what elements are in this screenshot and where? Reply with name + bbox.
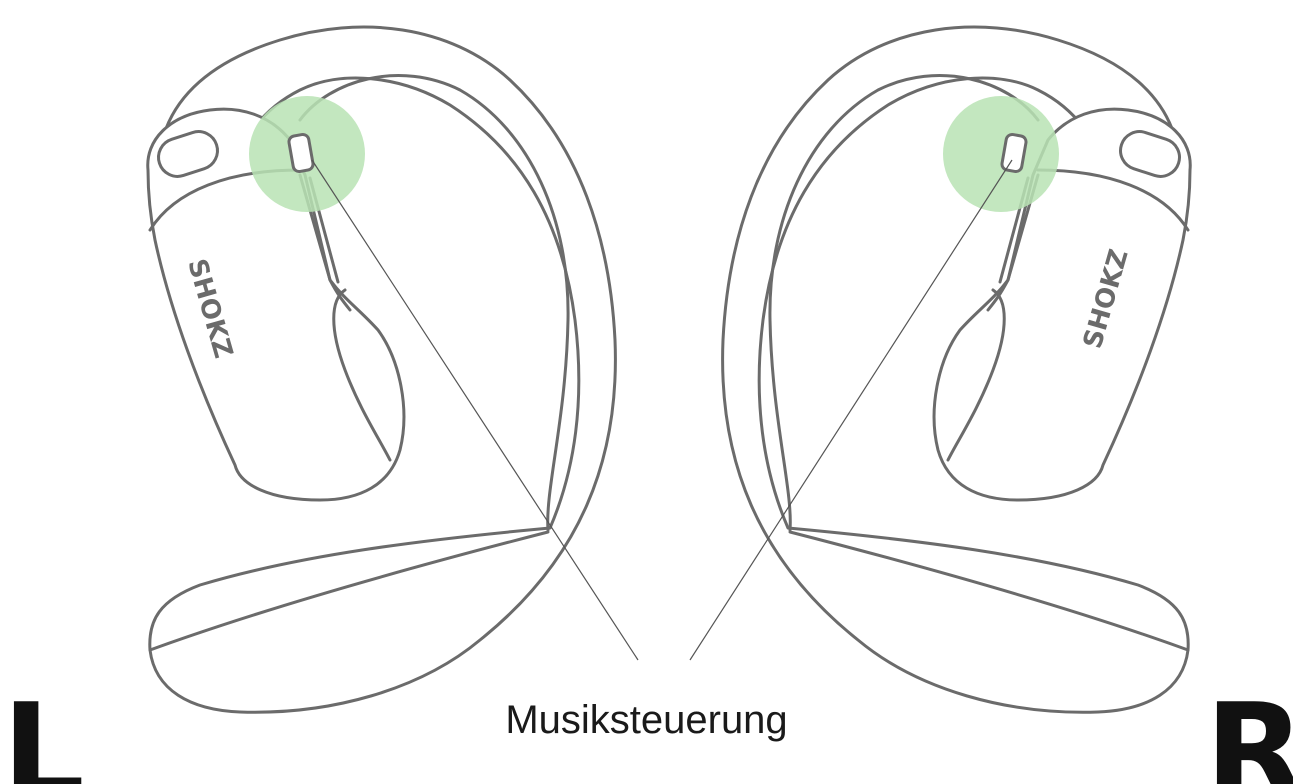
left-music-control-button xyxy=(287,132,315,174)
right-speaker-body xyxy=(932,107,1192,502)
left-tail-curve xyxy=(332,288,392,462)
left-speaker-body xyxy=(146,107,406,502)
right-body-curve xyxy=(1036,168,1190,232)
left-earbud: SHOKZ xyxy=(146,25,617,714)
right-side-label: R xyxy=(1205,675,1293,784)
left-leader-line xyxy=(311,159,639,661)
right-ear-hook xyxy=(721,25,1190,714)
right-music-control-button xyxy=(1000,132,1028,174)
right-earbud xyxy=(721,25,1192,714)
right-control-highlight xyxy=(943,96,1059,212)
right-inner-hook-line xyxy=(768,74,1040,532)
left-band-line xyxy=(148,530,550,652)
right-band-line xyxy=(788,530,1190,652)
left-inner-hook-line xyxy=(298,74,570,532)
right-vent-slot xyxy=(1119,130,1181,178)
right-tail-curve xyxy=(946,288,1006,462)
left-vent-slot xyxy=(157,130,219,178)
music-control-caption: Musiksteuerung xyxy=(505,698,788,742)
left-ear-hook xyxy=(148,25,617,714)
right-leader-line xyxy=(689,159,1013,661)
left-side-label: L xyxy=(2,675,85,784)
